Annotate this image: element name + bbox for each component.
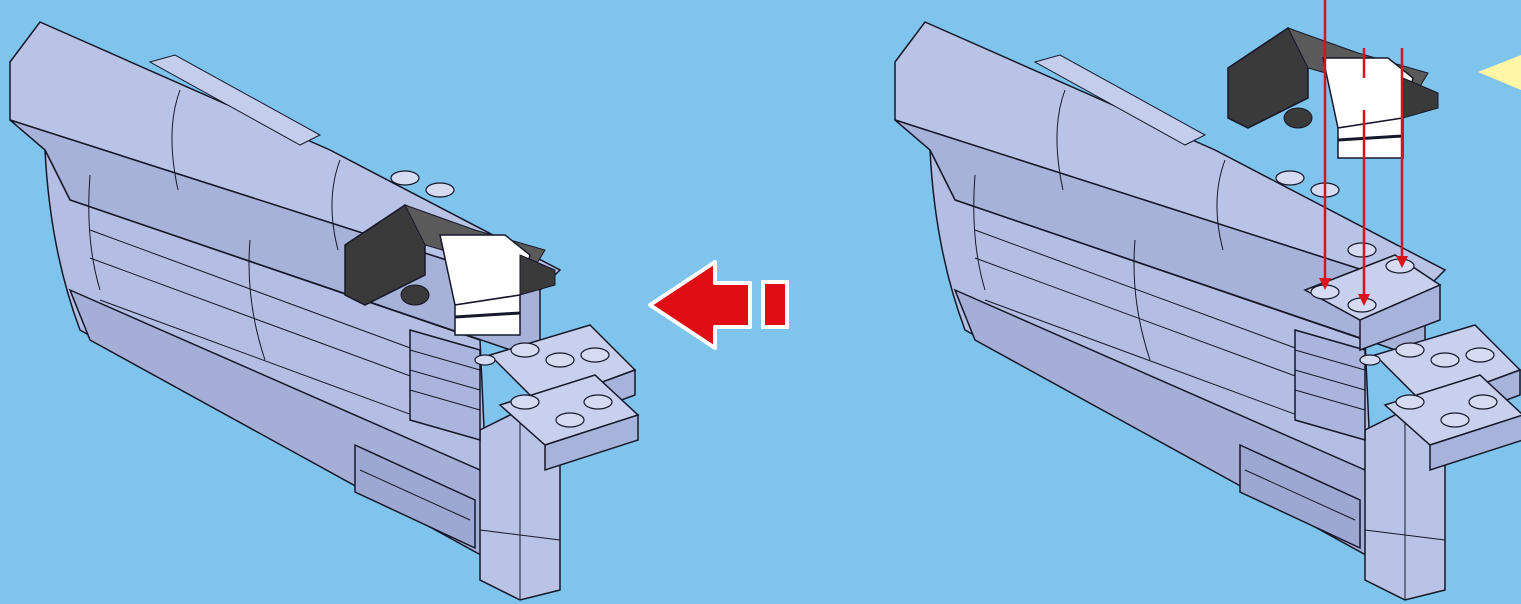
red-arrow-icon <box>650 262 787 348</box>
yellow-pointer-icon <box>1478 55 1521 90</box>
exploded-model <box>895 0 1521 600</box>
assembled-model <box>10 22 638 600</box>
